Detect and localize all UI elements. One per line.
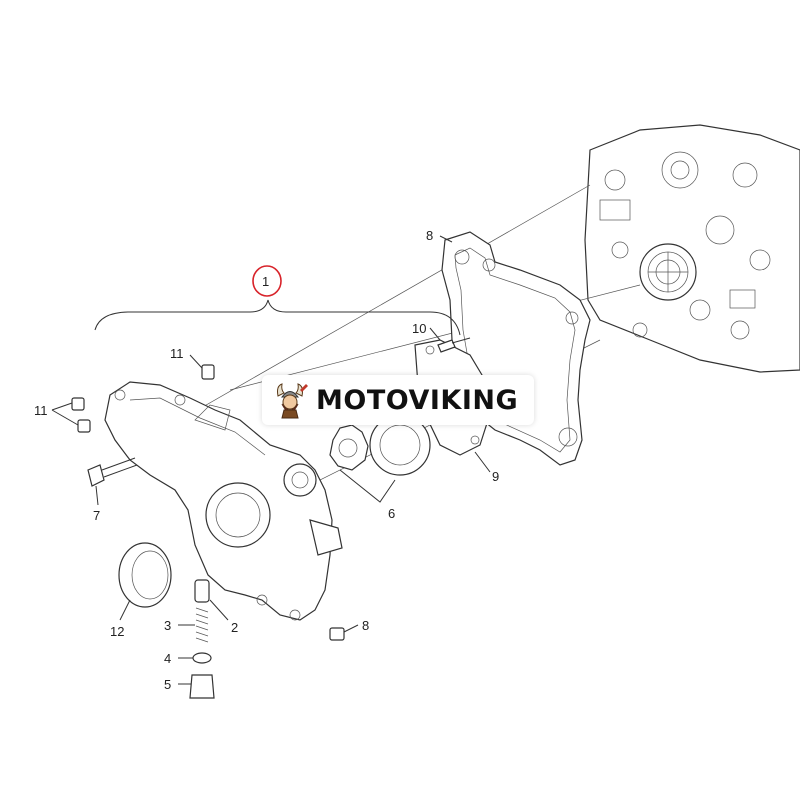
callout-11-left: 11	[34, 403, 48, 418]
callout-5: 5	[164, 677, 171, 692]
relief-valve-parts	[189, 579, 215, 699]
watermark-logo: MOTOVIKING	[262, 375, 534, 425]
callout-labels: 1 11 11 7 8 10 9 6 12 2 3 4 5 8	[34, 228, 499, 692]
callout-7: 7	[93, 508, 100, 523]
oil-seal	[118, 542, 172, 608]
highlight-circle	[252, 265, 282, 297]
plug-8-lower	[329, 627, 345, 641]
engine-block	[584, 124, 800, 373]
callout-3: 3	[164, 618, 171, 633]
assembly-bracket	[94, 265, 461, 336]
callout-2: 2	[231, 620, 238, 635]
leader-lines	[51, 235, 491, 685]
viking-mascot-icon	[277, 383, 308, 419]
callout-1: 1	[262, 274, 269, 289]
callout-9: 9	[492, 469, 499, 484]
plugs-11	[71, 364, 215, 433]
callout-6: 6	[388, 506, 395, 521]
callout-8-lower: 8	[362, 618, 369, 633]
callout-12: 12	[110, 624, 124, 639]
bolt-7	[87, 457, 138, 487]
callout-11-top: 11	[170, 346, 184, 361]
callout-8-top: 8	[426, 228, 433, 243]
callout-10: 10	[412, 321, 426, 336]
callout-4: 4	[164, 651, 171, 666]
bolt-10	[437, 337, 471, 353]
watermark-text: MOTOVIKING	[316, 384, 519, 416]
front-cover-housing	[104, 381, 343, 621]
